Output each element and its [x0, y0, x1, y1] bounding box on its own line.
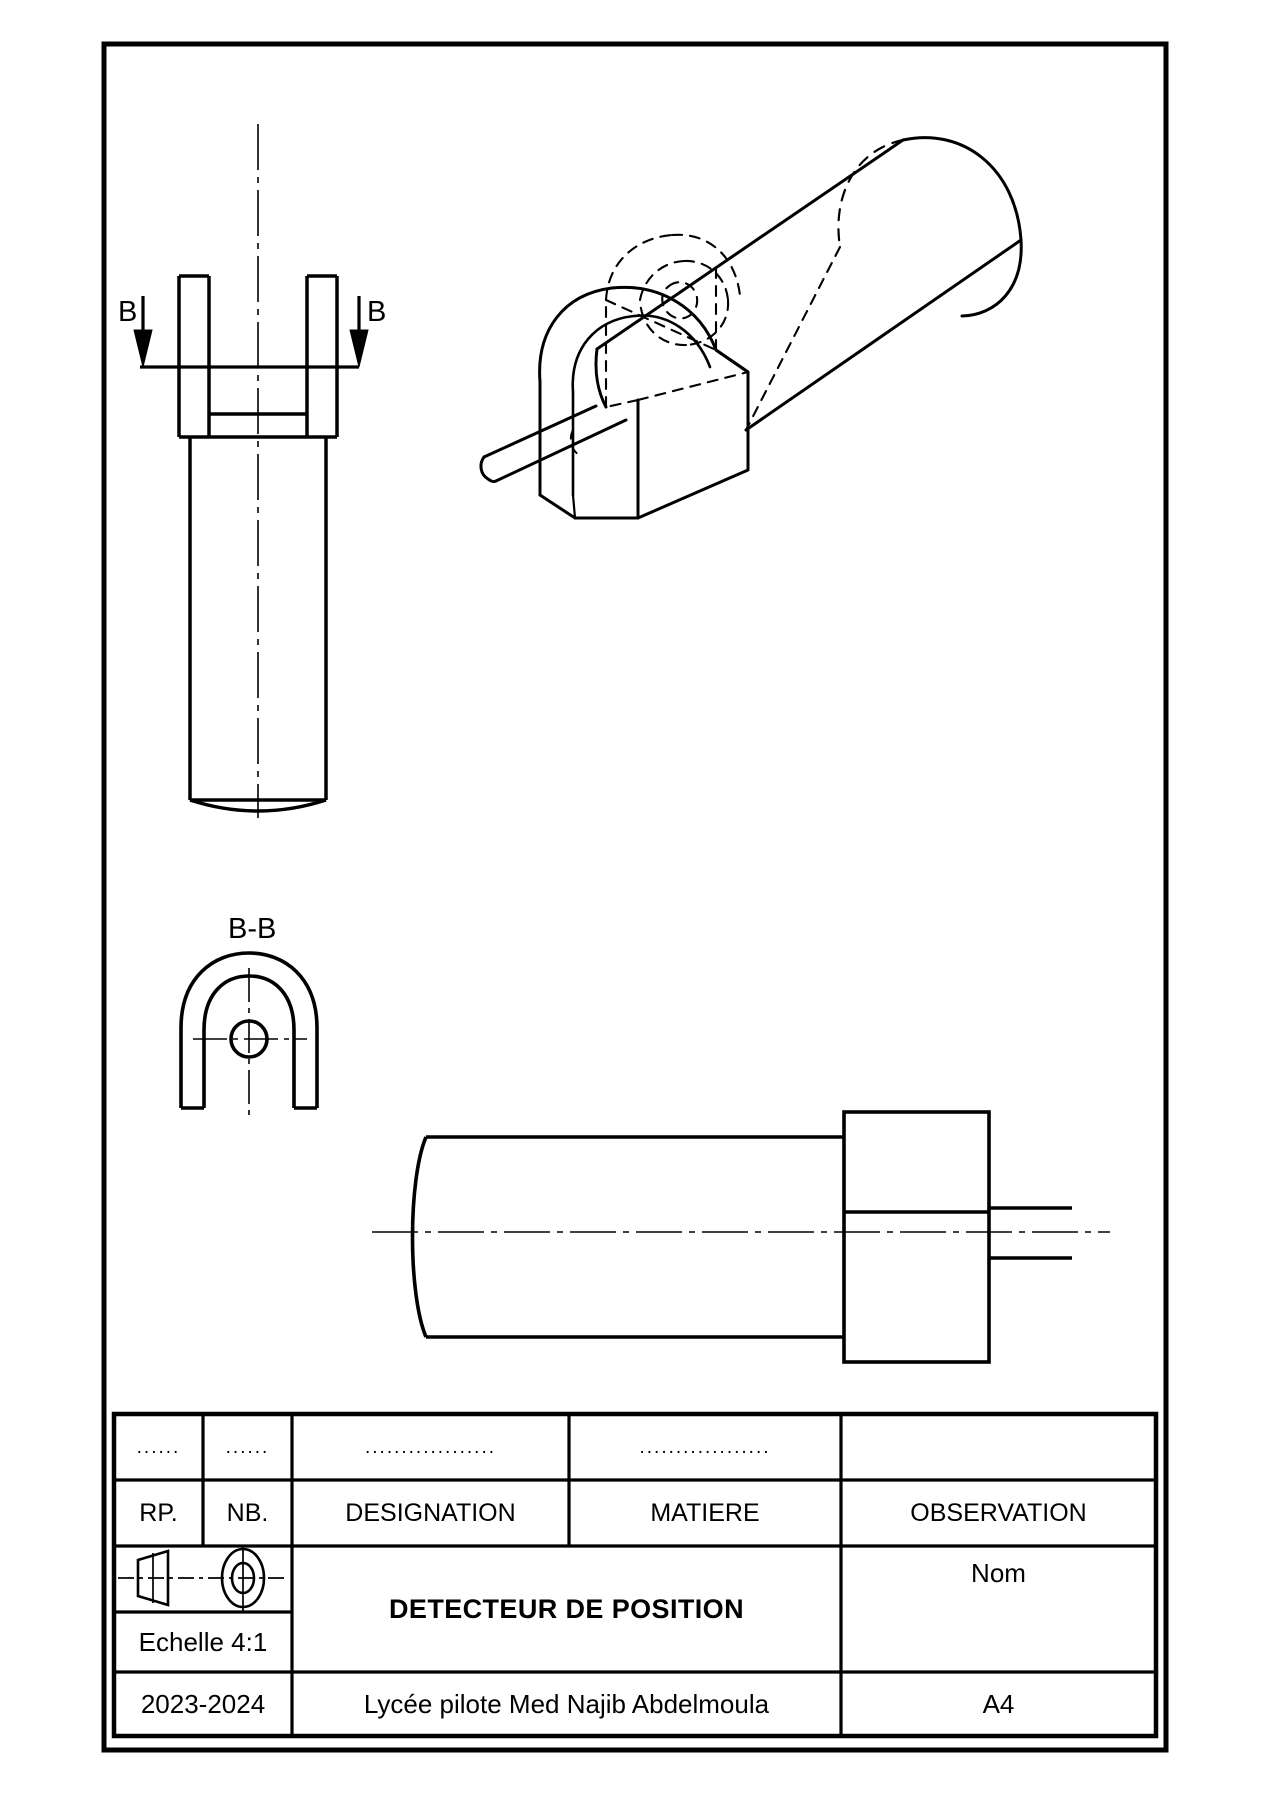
column-header-rp: RP.	[139, 1498, 178, 1527]
section-view-title: B-B	[228, 913, 277, 945]
parts-row-rp-value[interactable]: ......	[136, 1436, 181, 1458]
column-header-observation: OBSERVATION	[910, 1498, 1087, 1527]
column-header-designation: DESIGNATION	[345, 1498, 516, 1527]
isometric-view	[479, 136, 1023, 520]
title-block-grid	[111, 1411, 1159, 1739]
year-value: 2023-2024	[140, 1689, 266, 1719]
projection-symbol-icon	[118, 1546, 288, 1612]
column-header-matiere: MATIERE	[650, 1498, 760, 1527]
parts-row-designation-value[interactable]: ..................	[364, 1436, 497, 1458]
scale-value: Echelle 4:1	[138, 1627, 268, 1657]
sheet-border	[101, 41, 1169, 1753]
sheet-format-value: A4	[982, 1689, 1015, 1719]
column-header-nb: NB.	[226, 1498, 269, 1527]
drawing-title: DETECTEUR DE POSITION	[389, 1593, 744, 1624]
section-label-b-left: B	[118, 296, 138, 328]
school-name: Lycée pilote Med Najib Abdelmoula	[363, 1689, 770, 1719]
front-view	[177, 274, 339, 813]
section-arrow-left	[133, 296, 359, 369]
section-label-b-right: B	[367, 296, 387, 328]
parts-row-matiere-value[interactable]: ..................	[639, 1436, 771, 1458]
side-view	[410, 1110, 1072, 1364]
section-bb-centerlines	[193, 968, 307, 1118]
section-arrow-right	[349, 296, 369, 368]
name-field[interactable]: Nom	[971, 1558, 1026, 1588]
parts-row-nb-value[interactable]: ......	[225, 1436, 270, 1458]
